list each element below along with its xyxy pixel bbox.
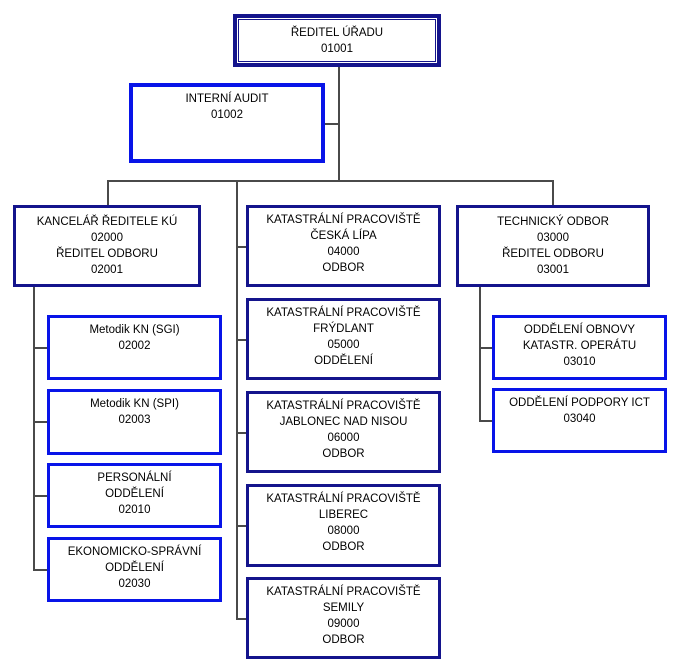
org-unit-title: KATASTRÁLNÍ PRACOVIŠTĚ [266, 586, 421, 598]
connector-right-spine [479, 286, 481, 421]
org-unit-code: 02010 [118, 504, 151, 516]
org-unit-type: ODBOR [322, 448, 365, 460]
org-unit-code: 02030 [118, 578, 151, 590]
org-unit-title: Metodik KN (SPI) [90, 398, 179, 410]
org-box-oddeleni-podpory-ict: ODDĚLENÍ PODPORY ICT 03040 [492, 388, 667, 453]
connector-audit-stub [324, 123, 339, 125]
org-unit-code: 03040 [563, 413, 596, 425]
org-unit-title-2: KATASTR. OPERÁTU [522, 340, 637, 352]
org-unit-type: ODBOR [322, 634, 365, 646]
org-unit-code: 04000 [327, 246, 360, 258]
org-unit-title-2: ODDĚLENÍ [105, 562, 164, 574]
org-unit-title-2: FRÝDLANT [313, 323, 374, 335]
org-unit-code: 05000 [327, 339, 360, 351]
org-unit-code: 09000 [327, 618, 360, 630]
org-unit-title: KATASTRÁLNÍ PRACOVIŠTĚ [266, 214, 421, 226]
org-box-kp-liberec: KATASTRÁLNÍ PRACOVIŠTĚ LIBEREC 08000 ODB… [246, 484, 441, 567]
connector-middle-spine [236, 180, 238, 619]
org-unit-title: INTERNÍ AUDIT [185, 93, 269, 105]
org-unit-type: ODBOR [322, 541, 365, 553]
org-unit-code: 03000 [537, 232, 569, 244]
org-box-metodik-spi: Metodik KN (SPI) 02003 [47, 389, 222, 455]
connector-left-stub-3 [33, 495, 48, 497]
org-unit-title: KATASTRÁLNÍ PRACOVIŠTĚ [266, 493, 421, 505]
org-unit-code: 06000 [327, 432, 360, 444]
org-unit-subtitle: ŘEDITEL ODBORU [56, 248, 158, 260]
org-box-oddeleni-obnovy: ODDĚLENÍ OBNOVY KATASTR. OPERÁTU 03010 [492, 315, 667, 380]
connector-middle-stub-5 [236, 618, 248, 620]
org-unit-title: KANCELÁŘ ŘEDITELE KÚ [36, 216, 178, 228]
org-unit-title: KATASTRÁLNÍ PRACOVIŠTĚ [266, 307, 421, 319]
connector-right-stub-1 [479, 347, 493, 349]
org-unit-code: 02002 [118, 340, 151, 352]
org-unit-title-2: JABLONEC NAD NISOU [279, 416, 408, 428]
org-unit-title: ODDĚLENÍ PODPORY ICT [509, 397, 650, 409]
connector-left-stub-4 [33, 569, 48, 571]
org-unit-title: PERSONÁLNÍ [97, 472, 172, 484]
org-unit-title: TECHNICKÝ ODBOR [497, 216, 609, 228]
connector-left-stub-2 [33, 421, 48, 423]
org-unit-code: 02000 [91, 232, 123, 244]
connector-drop-right [552, 180, 554, 206]
org-unit-code: 03010 [563, 356, 596, 368]
org-box-personalni-oddeleni: PERSONÁLNÍ ODDĚLENÍ 02010 [47, 463, 222, 528]
org-unit-title-2: ODDĚLENÍ [105, 488, 164, 500]
org-unit-title: EKONOMICKO-SPRÁVNÍ [67, 546, 202, 558]
connector-drop-left [107, 180, 109, 206]
org-box-interni-audit: INTERNÍ AUDIT 01002 [129, 83, 325, 163]
org-unit-code: 01002 [211, 109, 243, 121]
org-unit-subtitle: ŘEDITEL ODBORU [502, 248, 604, 260]
org-box-kp-jablonec: KATASTRÁLNÍ PRACOVIŠTĚ JABLONEC NAD NISO… [246, 391, 441, 473]
org-unit-code: 08000 [327, 525, 360, 537]
org-unit-title: ŘEDITEL ÚŘADU [290, 26, 384, 39]
org-unit-title-2: LIBEREC [318, 509, 369, 521]
connector-right-stub-2 [479, 420, 493, 422]
org-unit-type: ODDĚLENÍ [314, 355, 373, 367]
org-box-ekonomicko-spravni-oddeleni: EKONOMICKO-SPRÁVNÍ ODDĚLENÍ 02030 [47, 537, 222, 602]
org-unit-title: KATASTRÁLNÍ PRACOVIŠTĚ [266, 400, 421, 412]
org-unit-type: ODBOR [322, 262, 365, 274]
org-box-kp-ceska-lipa: KATASTRÁLNÍ PRACOVIŠTĚ ČESKÁ LÍPA 04000 … [246, 205, 441, 287]
connector-left-spine [33, 286, 35, 570]
connector-middle-stub-1 [236, 246, 248, 248]
org-box-kp-frydlant: KATASTRÁLNÍ PRACOVIŠTĚ FRÝDLANT 05000 OD… [246, 298, 441, 380]
connector-middle-stub-2 [236, 339, 248, 341]
connector-middle-stub-3 [236, 432, 248, 434]
org-box-reditel-uradu: ŘEDITEL ÚŘADU 01001 [233, 14, 441, 67]
org-box-metodik-sgi: Metodik KN (SGI) 02002 [47, 315, 222, 380]
org-unit-code: 01001 [321, 42, 353, 55]
org-box-kancelar-reditele: KANCELÁŘ ŘEDITELE KÚ 02000 ŘEDITEL ODBOR… [13, 205, 201, 287]
org-unit-title-2: ČESKÁ LÍPA [310, 230, 377, 242]
connector-main-horizontal [107, 180, 554, 182]
connector-left-stub-1 [33, 347, 48, 349]
org-box-technicky-odbor: TECHNICKÝ ODBOR 03000 ŘEDITEL ODBORU 030… [456, 205, 650, 287]
org-box-kp-semily: KATASTRÁLNÍ PRACOVIŠTĚ SEMILY 09000 ODBO… [246, 577, 441, 659]
org-unit-code: 02001 [91, 264, 123, 276]
org-unit-title: Metodik KN (SGI) [89, 324, 180, 336]
connector-middle-stub-4 [236, 525, 248, 527]
org-unit-code: 02003 [118, 414, 151, 426]
org-unit-title: ODDĚLENÍ OBNOVY [523, 324, 636, 336]
org-unit-code: 03001 [537, 264, 569, 276]
org-unit-title-2: SEMILY [322, 602, 365, 614]
